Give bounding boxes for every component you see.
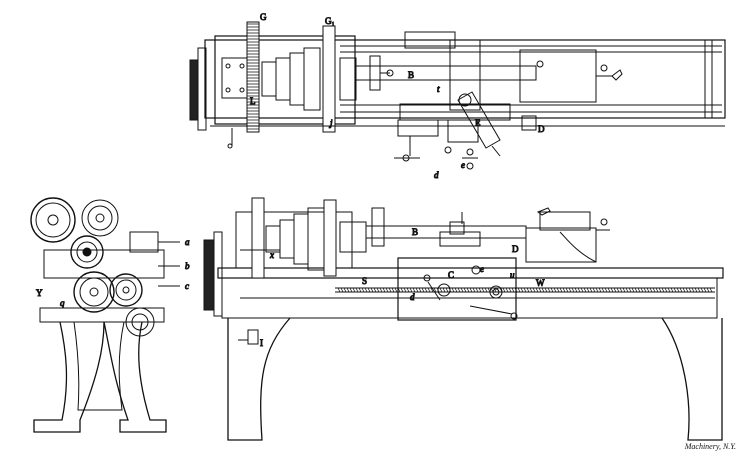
label-u: u: [510, 270, 515, 280]
plan-headstock: [214, 35, 357, 125]
label-a: a: [185, 237, 190, 247]
plan-spindle: [355, 55, 537, 91]
label-d-top: D: [538, 124, 545, 134]
label-b-side: b: [185, 261, 190, 271]
label-s: S: [362, 276, 367, 286]
label-d-front: D: [512, 244, 519, 254]
plan-face-gear: [189, 47, 207, 131]
label-g1: G1: [325, 16, 335, 28]
front-bed: [217, 267, 724, 319]
label-c: c: [185, 281, 189, 291]
label-e-top: E: [475, 118, 481, 128]
plan-view: G G1 L B t j E D d e: [189, 12, 726, 181]
front-tailstock: [525, 207, 610, 263]
credit-line: Machinery, N.Y.: [684, 442, 736, 451]
label-l: L: [250, 96, 256, 106]
label-g: G: [260, 12, 267, 22]
front-view: x B D S C e u W d I: [203, 197, 724, 441]
label-w: W: [536, 278, 545, 288]
front-legs: [227, 317, 723, 441]
label-y: Y: [36, 288, 43, 298]
label-d-front-lower: d: [410, 292, 415, 302]
label-b-front: B: [412, 227, 418, 237]
label-t: t: [437, 84, 440, 94]
label-q: q: [60, 298, 65, 308]
end-gears: [30, 197, 155, 337]
front-carriage: [397, 212, 518, 321]
front-headstock: [203, 197, 367, 317]
plan-cone-pulley: [261, 47, 321, 111]
label-j: j: [329, 118, 333, 128]
plan-carriage: [394, 31, 537, 170]
plan-gear-g: [246, 21, 260, 133]
end-view: a b c Y q: [30, 197, 191, 433]
end-leg: [33, 321, 167, 433]
label-e-front: e: [480, 264, 484, 274]
label-d-lower: d: [434, 170, 439, 180]
plan-compound-rest: [457, 91, 501, 157]
label-x: x: [269, 250, 274, 260]
plan-gear-g1: [322, 25, 336, 133]
label-b-top: B: [408, 70, 414, 80]
label-e-lower: e: [461, 160, 465, 170]
label-c-front: C: [448, 270, 454, 280]
label-i: I: [260, 338, 263, 348]
plan-tailstock: [519, 49, 623, 103]
